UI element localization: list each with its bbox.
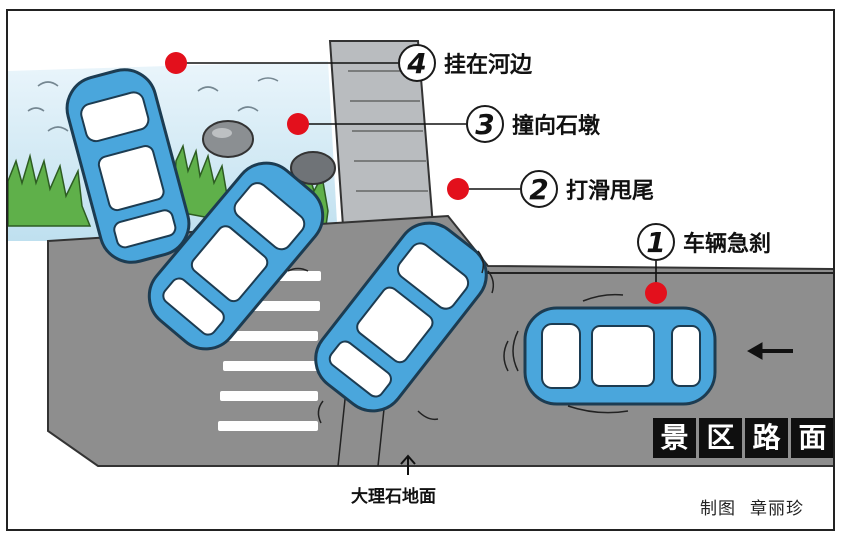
car-hanging bbox=[65, 68, 191, 264]
step-1-label: 1 车辆急刹 bbox=[637, 223, 771, 261]
step-4-label: 4 挂在河边 bbox=[398, 44, 532, 82]
step-text: 挂在河边 bbox=[444, 53, 533, 78]
marker-1 bbox=[645, 261, 667, 304]
stone-bollard bbox=[290, 151, 336, 185]
step-text: 车辆急刹 bbox=[683, 232, 772, 257]
arrow-left-icon bbox=[746, 342, 793, 360]
step-text: 撞向石墩 bbox=[512, 114, 601, 139]
arrow-up-icon bbox=[400, 454, 416, 475]
area-label-char: 路 bbox=[745, 418, 788, 458]
area-label-char: 区 bbox=[699, 418, 742, 458]
car-braking bbox=[523, 306, 717, 406]
step-3-label: 3 撞向石墩 bbox=[466, 105, 600, 143]
marker-3 bbox=[287, 113, 466, 135]
area-label-char: 面 bbox=[791, 418, 833, 458]
step-2-label: 2 打滑甩尾 bbox=[520, 170, 654, 208]
illustration-credit: 制图章丽珍 bbox=[700, 494, 804, 519]
step-text: 打滑甩尾 bbox=[566, 179, 655, 204]
car-hitting-stone bbox=[147, 161, 325, 351]
grass-bushes bbox=[8, 143, 329, 227]
credit-author: 章丽珍 bbox=[750, 499, 804, 519]
illustration-frame: 4 挂在河边 3 撞向石墩 2 打滑甩尾 1 车辆急刹 大理石地面 景 区 路 … bbox=[6, 9, 835, 531]
marker-2 bbox=[447, 178, 520, 200]
car-skidding bbox=[314, 221, 488, 413]
marker-4 bbox=[165, 52, 398, 74]
step-number-badge: 4 bbox=[398, 44, 436, 82]
credit-role: 制图 bbox=[700, 499, 736, 519]
area-label-char: 景 bbox=[653, 418, 696, 458]
accident-scene bbox=[8, 40, 833, 475]
area-label: 景 区 路 面 bbox=[653, 418, 833, 458]
step-number-badge: 2 bbox=[520, 170, 558, 208]
step-number-badge: 1 bbox=[637, 223, 675, 261]
stone-bollard bbox=[202, 120, 254, 158]
step-number-badge: 3 bbox=[466, 105, 504, 143]
road-label: 大理石地面 bbox=[351, 487, 436, 507]
